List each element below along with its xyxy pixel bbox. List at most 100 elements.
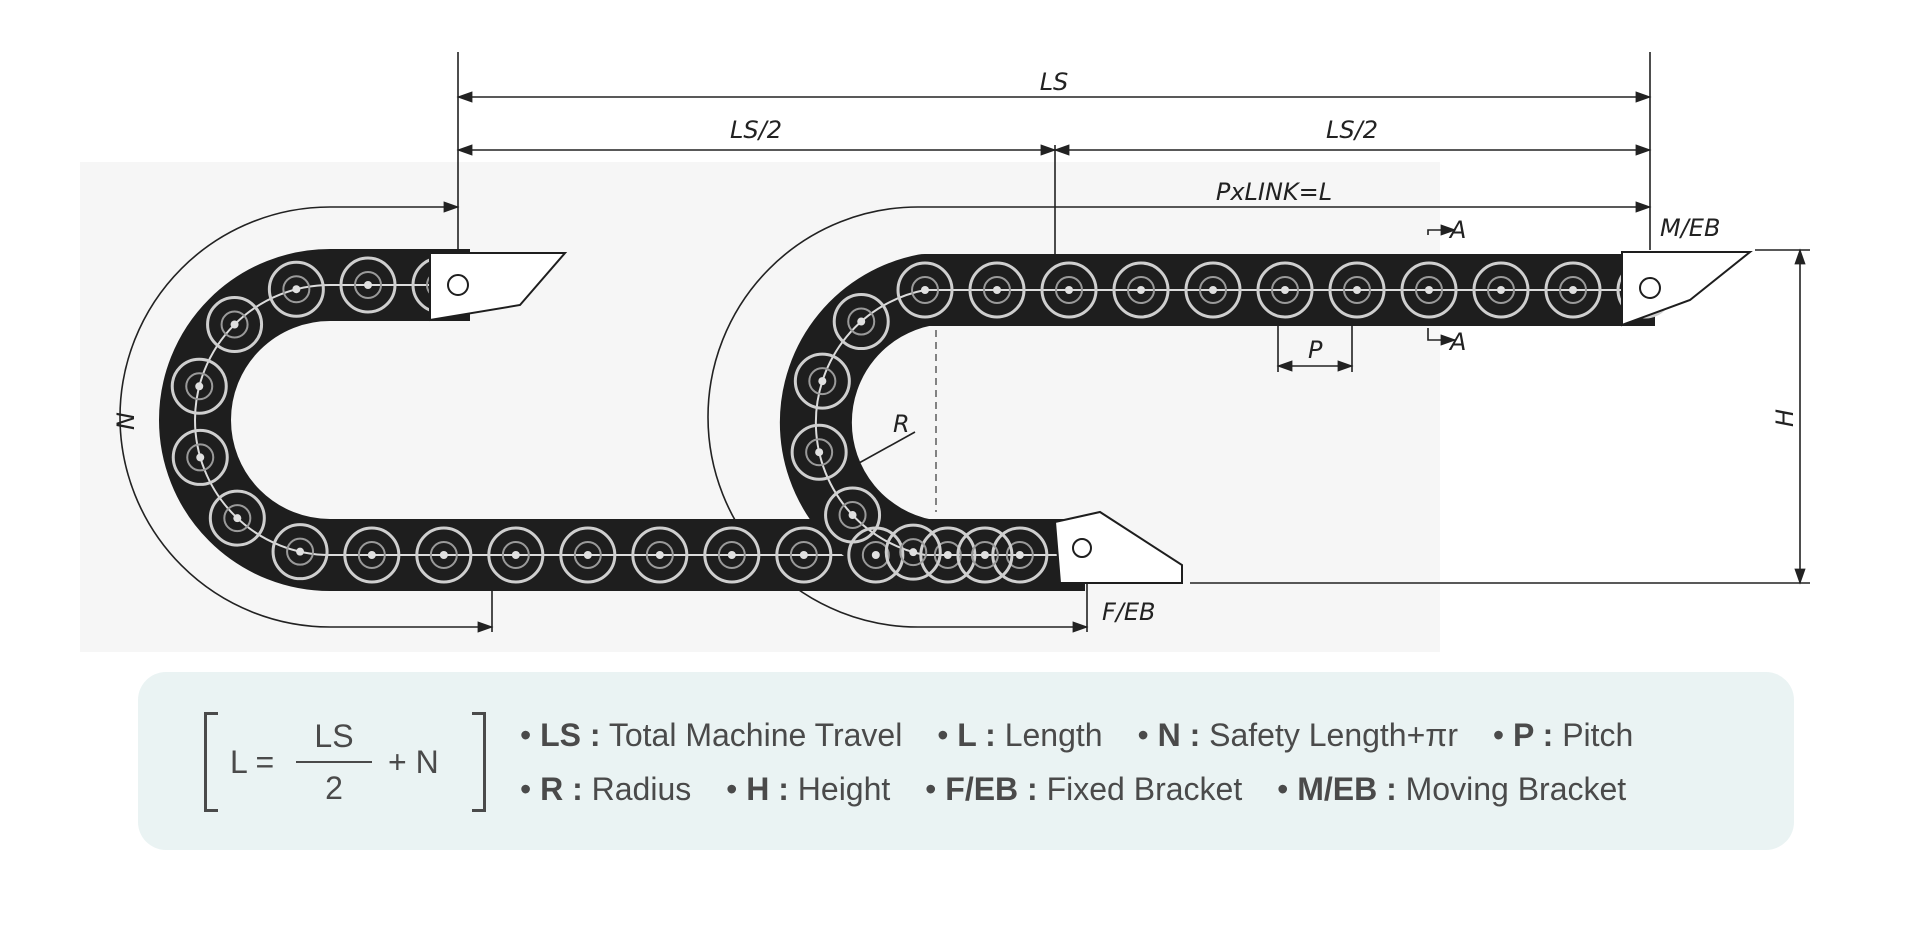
chain-link-ring (919, 526, 977, 584)
chain-link-pin (921, 286, 929, 294)
chain-link-ring (170, 357, 228, 415)
definition-key: F/EB : (945, 771, 1038, 807)
left-bracket-pivot (447, 274, 469, 296)
chain-link-pin (799, 551, 808, 559)
definition-text: Radius (591, 771, 692, 807)
chain-link-ring (171, 428, 229, 486)
n-arc-dimension (119, 201, 494, 633)
chain-link-hub (186, 443, 215, 472)
section-a-bottom-mark (1427, 328, 1457, 346)
chain-link-pin (1353, 286, 1361, 295)
bullet-icon: • (937, 717, 949, 753)
chain-link-pin (439, 551, 448, 559)
moving-bracket (1621, 251, 1753, 327)
fixed-bracket (1053, 510, 1183, 584)
chain-link-ring (631, 526, 689, 584)
definition-key: LS : (540, 717, 601, 753)
pitch-label: P (1308, 336, 1323, 364)
chain-link-ring (1328, 261, 1386, 319)
chain-link-ring (703, 526, 761, 584)
chain-link-ring (559, 526, 617, 584)
chain-link-hub (286, 537, 315, 566)
chain-link-ring (896, 261, 954, 319)
chain-link-pin (1569, 286, 1577, 295)
chain-link-pin (655, 551, 664, 559)
definition-key: L : (957, 717, 996, 753)
chain-link-pin (727, 551, 736, 559)
height-label: H (1771, 409, 1799, 427)
chain-link-ring (824, 486, 882, 544)
bullet-icon: • (1137, 717, 1149, 753)
chain-links-group (170, 256, 1674, 584)
moving-bracket-pivot (1639, 277, 1661, 299)
chain-link-ring (487, 526, 545, 584)
chain-link-hub (838, 501, 867, 530)
formula-tail: + N (388, 744, 439, 780)
chain-link-ring (1040, 261, 1098, 319)
chain-link-hub (1415, 276, 1443, 305)
chain-link-pin (993, 286, 1001, 294)
chain-link-pin (815, 448, 824, 457)
chain-link-pin (818, 377, 827, 386)
right-chain-inner (814, 289, 1655, 556)
definition-text: Pitch (1562, 717, 1634, 753)
definition-key: H : (746, 771, 789, 807)
definition-p: • P : Pitch (1493, 715, 1633, 755)
definition-text: Total Machine Travel (608, 717, 903, 753)
chain-link-ring (339, 256, 397, 314)
chain-link-pin (233, 514, 242, 523)
chain-link-hub (789, 541, 818, 569)
fraction-bar (296, 761, 372, 763)
chain-link-ring (884, 523, 942, 581)
chain-link-ring (775, 526, 833, 584)
chain-link-hub (223, 504, 252, 533)
definition-ls: • LS : Total Machine Travel (520, 715, 902, 755)
chain-link-ring (1184, 261, 1242, 319)
chain-link-hub (1199, 276, 1227, 305)
definition-text: Fixed Bracket (1046, 771, 1243, 807)
chain-link-ring (206, 296, 264, 354)
legend-panel: L = LS 2 + N • LS : Total Machine Travel… (138, 672, 1794, 850)
chain-link-hub (808, 367, 837, 396)
radius-line (849, 431, 916, 469)
definition-text: Length (1004, 717, 1103, 753)
definition-feb: • F/EB : Fixed Bracket (925, 769, 1242, 809)
chain-link-pin (296, 547, 305, 556)
chain-link-hub (185, 372, 214, 401)
definition-n: • N : Safety Length+πr (1137, 715, 1458, 755)
chain-link-pin (980, 551, 989, 559)
formula-numerator: LS (314, 718, 354, 754)
definition-key: R : (540, 771, 583, 807)
pxlink-label: PxLINK=L (1216, 178, 1332, 206)
chain-link-hub (899, 538, 928, 567)
chain-link-ring (208, 489, 266, 547)
chain-link-hub (357, 541, 386, 569)
chain-link-ring (793, 352, 851, 410)
definition-l: • L : Length (937, 715, 1102, 755)
chain-link-hub (1271, 276, 1299, 305)
definition-text: Height (797, 771, 891, 807)
definitions-row-1: • LS : Total Machine Travel • L : Length… (520, 715, 1659, 755)
left-end-bracket (429, 252, 568, 322)
bullet-icon: • (520, 717, 532, 753)
chain-link-pin (511, 551, 520, 559)
chain-link-pin (1015, 551, 1024, 559)
chain-link-hub (645, 541, 674, 569)
definitions-row-2: • R : Radius • H : Height • F/EB : Fixed… (520, 769, 1652, 809)
chain-link-pin (367, 551, 376, 559)
chain-link-ring (271, 523, 329, 581)
definition-key: P : (1513, 717, 1554, 753)
chain-link-ring (1112, 261, 1170, 319)
chain-link-pin (364, 281, 372, 289)
chain-link-hub (717, 541, 746, 569)
chain-link-pin (943, 551, 952, 559)
chain-link-pin (195, 382, 204, 391)
chain-link-pin (1425, 286, 1433, 295)
chain-link-ring (1544, 261, 1602, 319)
bullet-icon: • (1492, 717, 1505, 753)
cable-chain-diagram: LS LS/2 LS/2 PxLINK=L M/EB F/EB A A P H … (112, 52, 1810, 633)
formula-lhs: L = (230, 744, 275, 780)
bullet-icon: • (520, 771, 532, 807)
chain-link-ring (1400, 261, 1458, 319)
chain-link-hub (933, 541, 962, 569)
